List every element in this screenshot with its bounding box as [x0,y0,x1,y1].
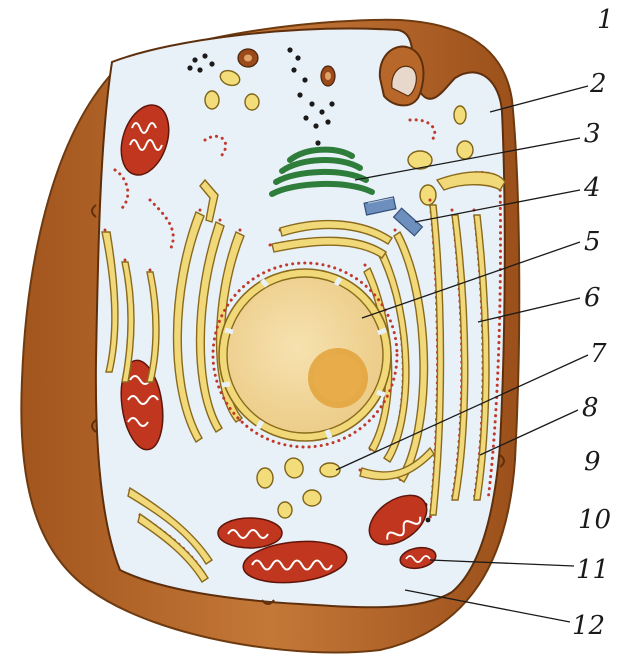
label-7: 7 [590,339,607,369]
label-3: 3 [584,119,601,149]
label-2: 2 [589,69,607,99]
label-4: 4 [583,173,601,203]
label-10: 10 [578,505,611,535]
label-12: 12 [572,611,605,641]
label-1: 1 [597,5,614,35]
mitochondrion [218,518,282,548]
label-6: 6 [584,283,601,313]
label-11: 11 [576,555,609,585]
label-5: 5 [584,227,601,257]
pinocytosis-pit [380,47,424,106]
label-8: 8 [582,393,599,423]
number-labels: 1 2 3 4 5 6 7 8 9 10 11 12 [572,5,614,641]
label-9: 9 [584,447,601,477]
